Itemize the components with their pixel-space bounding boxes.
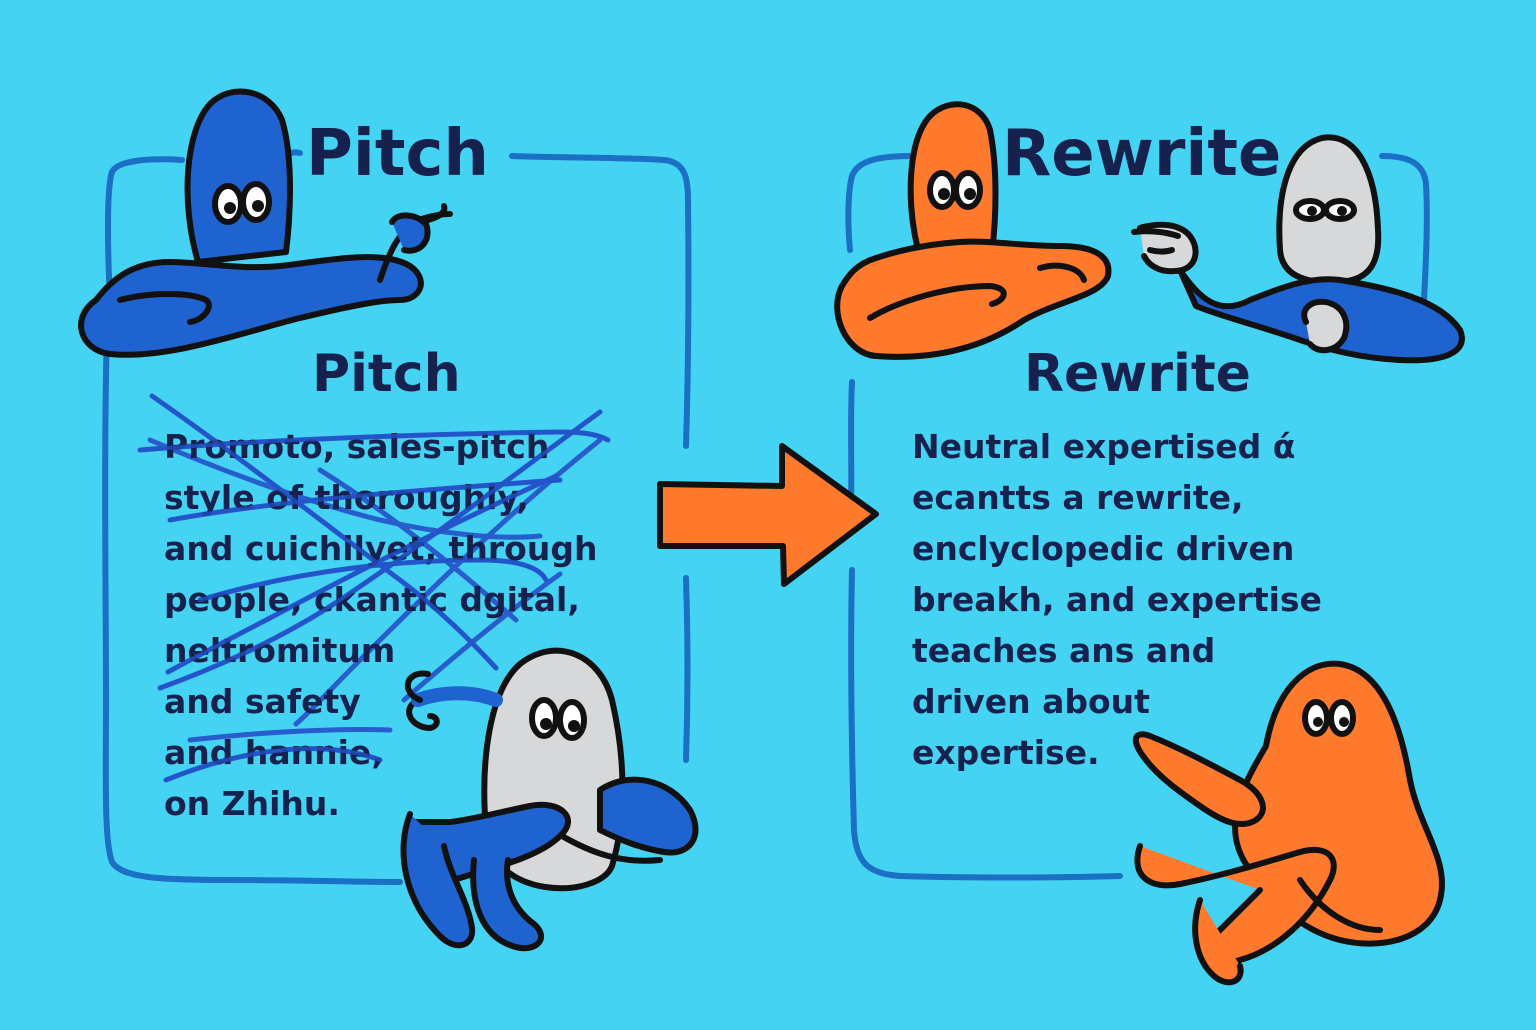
- left-panel-heading: Pitch: [312, 344, 461, 404]
- right-panel-line: teaches ans and: [912, 631, 1216, 670]
- left-panel-line: people, ckantic dgital,: [164, 580, 580, 619]
- right-frame-title: Rewrite: [1002, 117, 1282, 191]
- left-panel-line: on Zhihu.: [164, 784, 340, 823]
- grey-hooded-pointing-character-icon: [1131, 134, 1465, 364]
- orange-sitting-character-icon: [1133, 660, 1445, 986]
- grey-blue-sitting-character-icon: [400, 647, 699, 952]
- left-panel-line: and cuichilyet, through: [164, 529, 598, 568]
- left-frame-title: Pitch: [306, 117, 489, 191]
- left-panel-line: Promoto, sales-pitch: [164, 427, 550, 466]
- right-panel-text: Neutral expertised ά ecantts a rewrite, …: [912, 421, 1322, 778]
- right-panel-line: Neutral expertised ά: [912, 427, 1296, 466]
- blue-pointing-character-icon: [78, 88, 453, 358]
- right-panel-line: ecantts a rewrite,: [912, 478, 1244, 517]
- right-arrow-icon: [657, 443, 879, 587]
- right-panel-line: expertise.: [912, 733, 1100, 772]
- right-panel-line: enclyclopedic driven: [912, 529, 1295, 568]
- left-panel-line: and hannie,: [164, 733, 384, 772]
- left-panel-line: style of thoroughly,: [164, 478, 529, 517]
- orange-arms-crossed-character-icon: [834, 101, 1112, 360]
- left-panel-text: Promoto, sales-pitch style of thoroughly…: [164, 421, 597, 829]
- right-panel-line: breakh, and expertise: [912, 580, 1322, 619]
- right-panel-line: driven about: [912, 682, 1150, 721]
- right-panel-heading: Rewrite: [1024, 344, 1251, 404]
- left-panel-line: neltromitum: [164, 631, 396, 670]
- left-panel-line: and safety: [164, 682, 361, 721]
